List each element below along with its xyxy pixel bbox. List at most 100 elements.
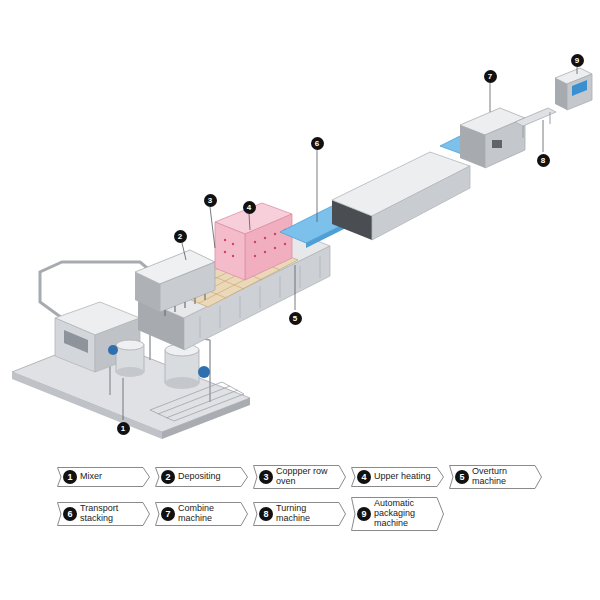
illustration-part bbox=[12, 372, 162, 439]
illustration-part bbox=[485, 118, 525, 168]
step-number-circle: 8 bbox=[259, 507, 273, 521]
chevron-shape bbox=[352, 468, 444, 487]
legend-step-box: Overturn machine5 bbox=[449, 465, 542, 489]
legend-step-box: Turning machine8 bbox=[253, 502, 346, 526]
illustration-part bbox=[572, 80, 587, 96]
illustration-part bbox=[264, 237, 266, 239]
illustration-part bbox=[249, 214, 250, 230]
step-number-circle: 7 bbox=[161, 507, 175, 521]
illustration-part bbox=[232, 243, 234, 245]
chevron-shape bbox=[450, 466, 542, 489]
illustration-part bbox=[245, 214, 292, 280]
legend-step-box: Automatic packaging machine9 bbox=[351, 497, 444, 531]
upper-heating-box bbox=[215, 203, 292, 280]
illustration-part bbox=[240, 296, 241, 318]
illustration-part bbox=[108, 345, 118, 355]
chevron-shape bbox=[156, 503, 248, 526]
illustration-part bbox=[210, 207, 215, 248]
illustration-part bbox=[150, 382, 244, 421]
step-number: 1 bbox=[63, 470, 77, 484]
illustration-part bbox=[254, 241, 256, 243]
chevron-shape bbox=[58, 503, 150, 526]
illustration-part bbox=[280, 276, 281, 298]
illustration-part bbox=[490, 83, 491, 112]
illustration-part bbox=[174, 394, 244, 421]
illustration-part bbox=[222, 382, 244, 394]
step-number-circle: 1 bbox=[63, 470, 77, 484]
callout-number: 7 bbox=[484, 70, 497, 83]
illustration-part bbox=[123, 378, 124, 420]
illustration-part bbox=[198, 366, 210, 378]
illustration-part bbox=[224, 251, 226, 253]
illustration-part bbox=[174, 306, 175, 312]
step-number: 4 bbox=[357, 470, 371, 484]
step-number-circle: 2 bbox=[161, 470, 175, 484]
packaging-machine bbox=[555, 68, 592, 110]
illustration-part bbox=[160, 262, 215, 312]
callout-number: 1 bbox=[117, 422, 130, 435]
illustration-part bbox=[260, 286, 261, 308]
illustration-part bbox=[200, 316, 201, 338]
step-number: 9 bbox=[357, 507, 371, 521]
illustration-part bbox=[550, 112, 551, 124]
legend-step-box: Transport stacking6 bbox=[57, 502, 150, 526]
illustration-part bbox=[55, 318, 95, 372]
callout-number: 9 bbox=[571, 54, 584, 67]
illustration-part bbox=[460, 125, 485, 168]
illustration-part bbox=[184, 302, 185, 308]
step-number-circle: 9 bbox=[357, 507, 371, 521]
step-number: 6 bbox=[63, 507, 77, 521]
step-number: 3 bbox=[259, 470, 273, 484]
illustration-part bbox=[295, 265, 296, 310]
transport-tunnel bbox=[332, 152, 470, 240]
illustration-part bbox=[372, 166, 470, 240]
callout-number: 8 bbox=[537, 154, 550, 167]
illustration-part bbox=[64, 330, 88, 353]
legend-step-box: Upper heating4 bbox=[351, 467, 444, 487]
illustration-part bbox=[300, 266, 301, 288]
illustration-part bbox=[194, 298, 195, 304]
illustration-part bbox=[274, 233, 276, 235]
step-number-circle: 3 bbox=[259, 470, 273, 484]
illustration-part bbox=[555, 78, 567, 110]
illustration-part bbox=[515, 108, 556, 126]
callout-number: 6 bbox=[311, 137, 324, 150]
illustration-part bbox=[232, 255, 234, 257]
turning-conveyor bbox=[515, 108, 556, 138]
illustration-part bbox=[116, 367, 144, 377]
illustration-part bbox=[224, 239, 226, 241]
illustration-part bbox=[577, 67, 578, 74]
step-number: 8 bbox=[259, 507, 273, 521]
step-number-circle: 4 bbox=[357, 470, 371, 484]
legend-step-box: Mixer1 bbox=[57, 467, 150, 487]
callout-number: 2 bbox=[174, 230, 187, 243]
illustration-part bbox=[166, 390, 238, 418]
illustration-part bbox=[523, 126, 524, 138]
leader-lines bbox=[123, 67, 577, 420]
illustration-part bbox=[567, 74, 592, 110]
mixer-platform bbox=[12, 338, 250, 439]
illustration-part bbox=[150, 410, 174, 421]
illustration-part bbox=[320, 256, 321, 278]
illustration-part bbox=[284, 243, 286, 245]
chevron-shape bbox=[58, 468, 150, 487]
step-number-circle: 5 bbox=[455, 470, 469, 484]
illustration-part bbox=[492, 140, 502, 148]
illustration-part bbox=[264, 251, 266, 253]
illustration-part bbox=[116, 340, 144, 350]
chevron-shape bbox=[254, 466, 346, 489]
illustration-part bbox=[182, 243, 186, 260]
depositor bbox=[135, 250, 215, 316]
illustration-part bbox=[135, 272, 160, 312]
chevron-shape bbox=[352, 498, 444, 531]
step-number: 5 bbox=[455, 470, 469, 484]
chevron-shape bbox=[156, 468, 248, 487]
illustration-part bbox=[204, 294, 205, 300]
illustration-part bbox=[164, 310, 165, 316]
illustration-part bbox=[162, 398, 250, 439]
illustration-part bbox=[215, 222, 245, 280]
legend-step-box: Coppper row oven3 bbox=[253, 465, 346, 489]
illustration-part bbox=[165, 294, 205, 316]
combine-machine bbox=[460, 108, 525, 168]
